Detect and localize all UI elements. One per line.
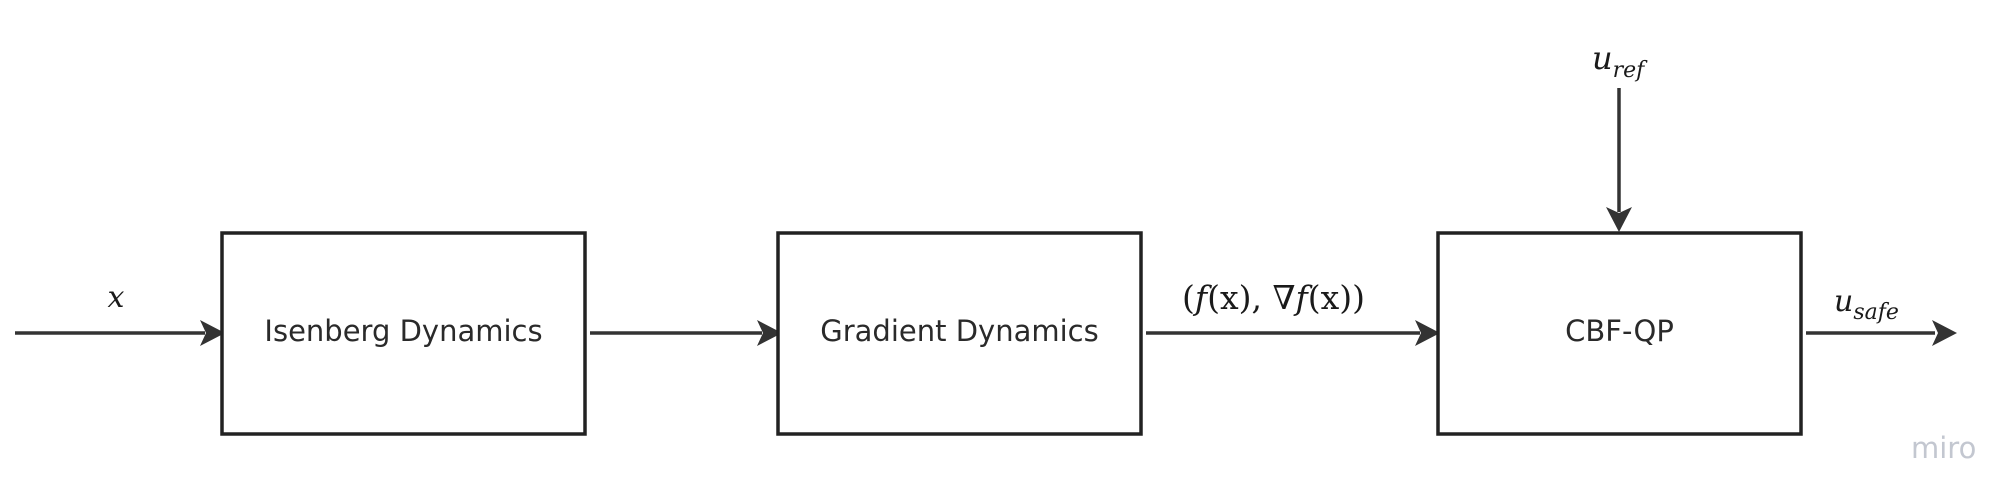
gradient-to-cbf-arrowhead <box>1415 320 1440 346</box>
u-ref-subscript: ref <box>1613 58 1649 83</box>
gradient-output-label: (f(x), ∇f(x)) <box>1182 278 1365 317</box>
cbf-qp-block[interactable] <box>1436 231 1803 436</box>
gradient-dynamics-block[interactable] <box>776 231 1143 436</box>
nabla-icon: ∇ <box>1272 278 1295 317</box>
u-safe-subscript: safe <box>1853 300 1899 325</box>
u-ref-arrowhead <box>1606 207 1632 232</box>
u-safe-label: usafe <box>1834 284 1899 325</box>
gradient-dynamics-label: Gradient Dynamics <box>820 314 1098 348</box>
gradient-output-x2: (x)) <box>1308 278 1365 317</box>
miro-watermark: miro <box>1911 431 1976 465</box>
cbf-qp-label: CBF-QP <box>1565 314 1674 348</box>
isenberg-dynamics-block[interactable] <box>220 231 587 436</box>
output-arrowhead <box>1932 320 1957 346</box>
input-x-label: x <box>108 280 125 315</box>
u-safe-base: u <box>1834 284 1853 319</box>
isenberg-dynamics-label: Isenberg Dynamics <box>264 314 542 348</box>
input-arrowhead <box>200 320 225 346</box>
gradient-output-open-paren: ( <box>1182 278 1195 317</box>
u-ref-label: uref <box>1592 39 1648 83</box>
gradient-output-x1: (x), <box>1207 278 1272 317</box>
isenberg-to-gradient-arrowhead <box>757 320 782 346</box>
u-ref-base: u <box>1592 39 1613 77</box>
